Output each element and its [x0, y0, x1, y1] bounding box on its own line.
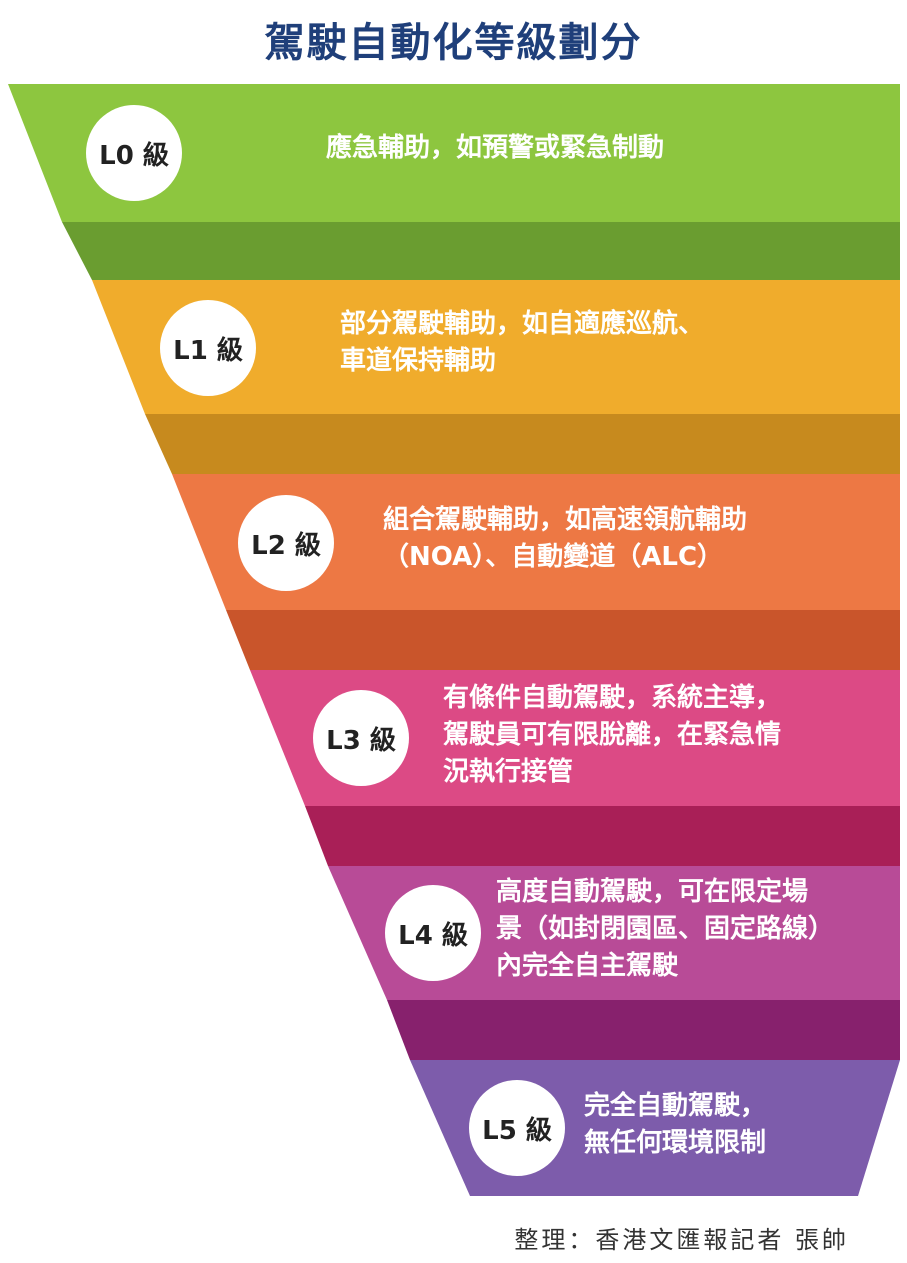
description-line: （NOA）、自動變道（ALC） [383, 541, 724, 572]
level-badge-l2: L2 級 [238, 495, 334, 591]
description-line: 組合駕駛輔助，如高速領航輔助 [383, 505, 748, 535]
level-badge-l4: L4 級 [385, 885, 481, 981]
description-line: 內完全自主駕駛 [496, 950, 679, 981]
credit-line: 整理：香港文匯報記者 張帥 [514, 1226, 849, 1254]
l0-band [8, 84, 900, 222]
l0-fold [62, 222, 900, 280]
l2-band [172, 474, 900, 610]
description-line: 駕駛員可有限脫離，在緊急情 [443, 719, 782, 750]
description-line: 車道保持輔助 [340, 345, 497, 376]
l3-band [250, 670, 900, 806]
description-line: 完全自動駕駛， [584, 1091, 767, 1121]
description-line: 無任何環境限制 [584, 1127, 767, 1158]
page-title: 駕駛自動化等級劃分 [264, 20, 643, 66]
description-line: 有條件自動駕駛，系統主導， [443, 683, 782, 713]
level-badge-l3: L3 級 [313, 690, 409, 786]
l1-fold [145, 414, 900, 474]
l1-band [92, 280, 900, 414]
level-badge-l1: L1 級 [160, 300, 256, 396]
l2-fold [226, 610, 900, 670]
level-description-l1: 部分駕駛輔助，如自適應巡航、 車道保持輔助 [340, 306, 704, 380]
description-line: 高度自動駕駛，可在限定場 [496, 877, 809, 907]
level-description-l4: 高度自動駕駛，可在限定場 景（如封閉園區、固定路線） 內完全自主駕駛 [496, 874, 834, 985]
description-line: 應急輔助，如預警或緊急制動 [326, 133, 665, 163]
l4-fold [387, 1000, 900, 1060]
description-line: 景（如封閉園區、固定路線） [496, 913, 835, 944]
l3-fold [305, 806, 900, 866]
level-description-l2: 組合駕駛輔助，如高速領航輔助 （NOA）、自動變道（ALC） [383, 502, 747, 576]
description-line: 況執行接管 [443, 756, 574, 787]
level-badge-l0: L0 級 [86, 105, 182, 201]
level-description-l0: 應急輔助，如預警或緊急制動 [326, 130, 664, 167]
level-description-l5: 完全自動駕駛， 無任何環境限制 [584, 1088, 766, 1162]
l4-band [328, 866, 900, 1000]
description-line: 部分駕駛輔助，如自適應巡航、 [340, 309, 705, 339]
level-description-l3: 有條件自動駕駛，系統主導， 駕駛員可有限脫離，在緊急情 況執行接管 [443, 680, 781, 791]
level-badge-l5: L5 級 [469, 1080, 565, 1176]
